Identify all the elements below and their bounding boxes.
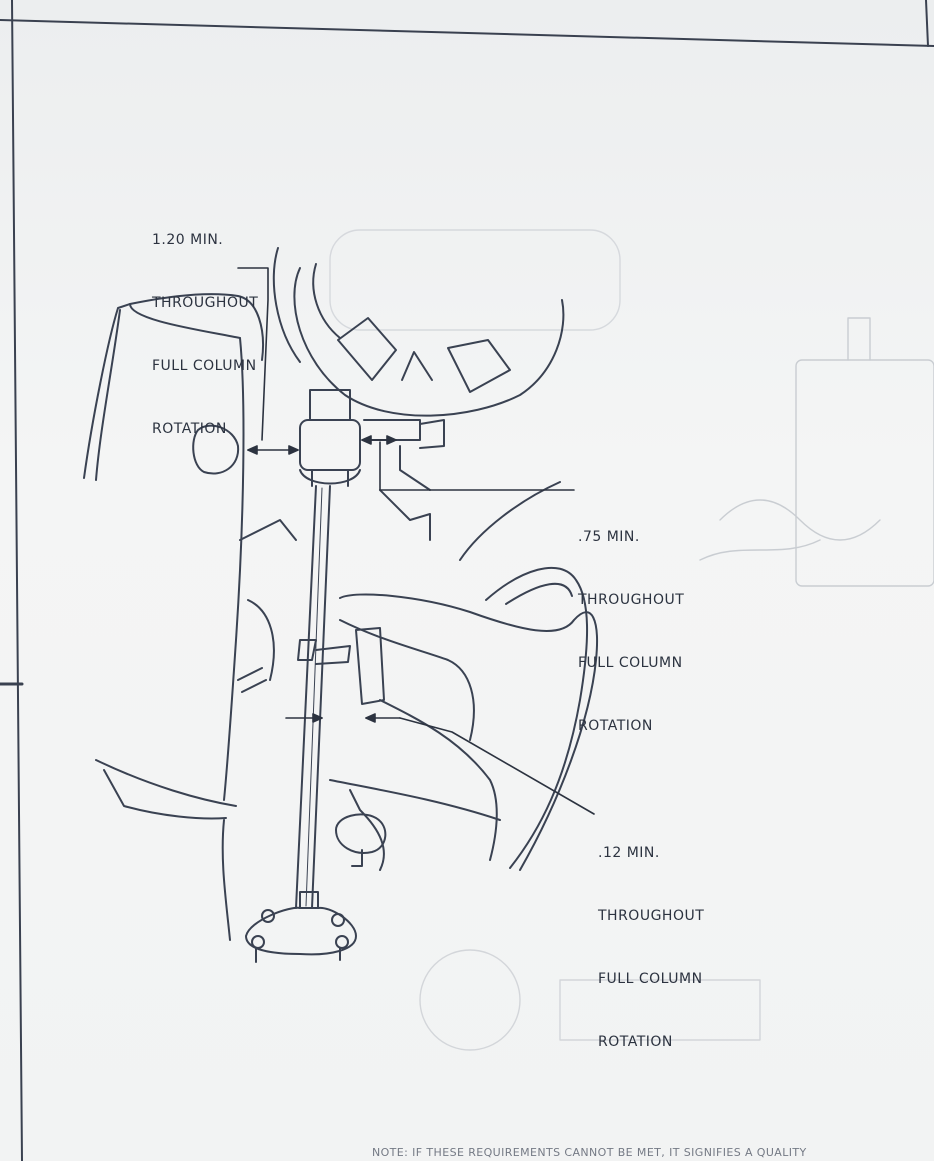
- callout-line: THROUGHOUT: [152, 295, 259, 311]
- callout-line: ROTATION: [598, 1034, 673, 1050]
- crossmember: [329, 481, 598, 871]
- frame-rail: [83, 293, 297, 941]
- clearance-callout-0-12: .12 MIN. THROUGHOUT FULL COLUMN ROTATION: [598, 801, 704, 1095]
- steering-column-upper: [299, 389, 445, 491]
- callout-line: ROTATION: [578, 718, 653, 734]
- leader-lines: [237, 267, 595, 815]
- callout-line: THROUGHOUT: [578, 592, 685, 608]
- callout-line: FULL COLUMN: [152, 358, 257, 374]
- callout-line: FULL COLUMN: [578, 655, 683, 671]
- callout-dimension: .75 MIN.: [578, 529, 640, 545]
- callout-line: THROUGHOUT: [598, 908, 705, 924]
- clearance-callout-1-20: 1.20 MIN. THROUGHOUT FULL COLUMN ROTATIO…: [152, 188, 258, 482]
- callout-dimension: .12 MIN.: [598, 845, 660, 861]
- callout-line: ROTATION: [152, 421, 227, 437]
- bleed-through-artwork: [329, 229, 934, 1051]
- clearance-callout-0-75: .75 MIN. THROUGHOUT FULL COLUMN ROTATION: [578, 485, 684, 779]
- callout-line: FULL COLUMN: [598, 971, 703, 987]
- callout-dimension: 1.20 MIN.: [152, 232, 224, 248]
- steering-gear-flange: [245, 891, 357, 963]
- intermediate-shaft: [295, 485, 351, 909]
- steering-wheel: [272, 247, 565, 417]
- footer-note: NOTE: IF THESE REQUIREMENTS CANNOT BE ME…: [372, 1146, 807, 1159]
